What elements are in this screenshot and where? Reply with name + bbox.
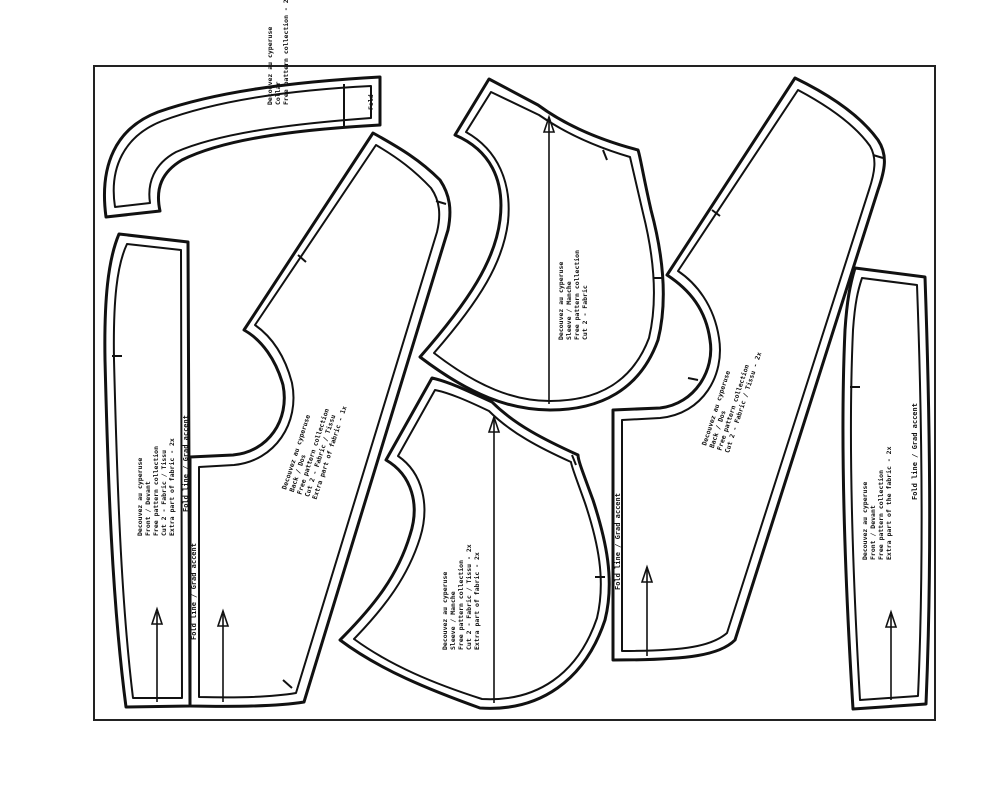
front-left-label-5: Extra part of fabric - 2x [168, 438, 176, 536]
cuff-label-1: Fold [367, 94, 375, 110]
front-left-cut-line [103, 232, 192, 709]
back-left-seam-line [198, 144, 441, 699]
sleeve-top-grainline [542, 114, 556, 404]
front-right-label-1: Decouvez au cyperuse [861, 482, 869, 560]
back-right-notch-1 [711, 209, 721, 217]
front-right-cut-line [841, 266, 932, 711]
sleeve-top-piece[interactable]: Decouvez au cyperuse Sleeve / Manche Fre… [418, 77, 665, 412]
collar-label-1: Decouvez au cyperuse [266, 27, 274, 105]
sleeve-top-seam-line [433, 91, 655, 402]
front-right-label-3: Free pattern collection [877, 470, 885, 560]
front-left-label-2: Front / Devant [144, 481, 152, 536]
sleeve-mid-grainline [487, 414, 501, 703]
back-left-piece[interactable]: Decouvez au cyperuse Back / Dos Free pat… [188, 131, 452, 708]
front-right-grainline [884, 609, 898, 700]
front-left-seam-line [112, 243, 183, 699]
sleeve-mid-label-2: Sleeve / Manche [449, 591, 457, 650]
sleeve-mid-piece[interactable]: Decouvez au cyperuse Sleeve / Manche Fre… [338, 376, 611, 710]
collar-label-2: Collar [274, 81, 282, 105]
back-right-seam-line [621, 89, 876, 652]
collar-piece[interactable]: Decouvez au cyperuse Collar Free pattern… [103, 0, 382, 219]
front-left-label-1: Decouvez au cyperuse [136, 458, 144, 536]
sleeve-top-notch-1 [602, 149, 608, 161]
front-right-label-4: Extra part of the fabric - 2x [885, 446, 893, 560]
sleeve-mid-label-4: Cut 2 - Fabric / Tissu - 2x [465, 544, 473, 650]
collar-label-3: Free pattern collection - 2x [282, 0, 290, 105]
sleeve-top-label-3: Free pattern collection [573, 250, 581, 340]
back-left-fold-label: Fold line / Grad accent [190, 543, 198, 640]
front-right-label-2: Front / Devant [869, 505, 877, 560]
sleeve-top-label-4: Cut 2 - Fabric [581, 285, 589, 340]
back-left-cut-line [188, 131, 452, 708]
front-left-piece[interactable]: Decouvez au cyperuse Front / Devant Free… [103, 232, 192, 709]
back-left-notch-1 [297, 254, 307, 263]
sleeve-mid-label-1: Decouvez au cyperuse [441, 572, 449, 650]
front-right-piece[interactable]: Decouvez au cyperuse Front / Devant Free… [841, 266, 932, 711]
back-left-grainline [216, 608, 230, 702]
back-right-cut-line [611, 76, 886, 662]
sleeve-top-label-2: Sleeve / Manche [565, 281, 573, 340]
back-right-fold-label: Fold line / Grad accent [614, 493, 622, 590]
sleeve-mid-seam-line [353, 389, 602, 701]
sleeve-mid-label-3: Free pattern collection [457, 560, 465, 650]
sleeve-mid-notch-1 [571, 454, 577, 466]
front-left-fold-label: Fold line / Grad accent [182, 415, 190, 512]
back-right-notch-3 [687, 377, 699, 381]
front-left-label-4: Cut 2 - Fabric / Tissu [160, 450, 168, 536]
sleeve-mid-cut-line [338, 376, 611, 710]
back-right-notch-2 [872, 154, 884, 159]
sleeve-mid-label-5: Extra part of fabric - 2x [473, 552, 481, 650]
front-right-seam-line [849, 277, 923, 701]
front-right-fold-label: Fold line / Grad accent [911, 403, 919, 500]
sleeve-top-label-1: Decouvez au cyperuse [557, 262, 565, 340]
sheet-border [93, 65, 936, 721]
collar-cut-line [103, 75, 382, 219]
collar-seam-line [112, 85, 372, 208]
back-left-notch-2 [435, 200, 447, 205]
front-left-grainline [150, 606, 164, 702]
back-left-notch-3 [282, 679, 293, 689]
sleeve-top-cut-line [418, 77, 665, 412]
back-right-grainline [640, 564, 654, 656]
front-left-label-3: Free pattern collection [152, 446, 160, 536]
